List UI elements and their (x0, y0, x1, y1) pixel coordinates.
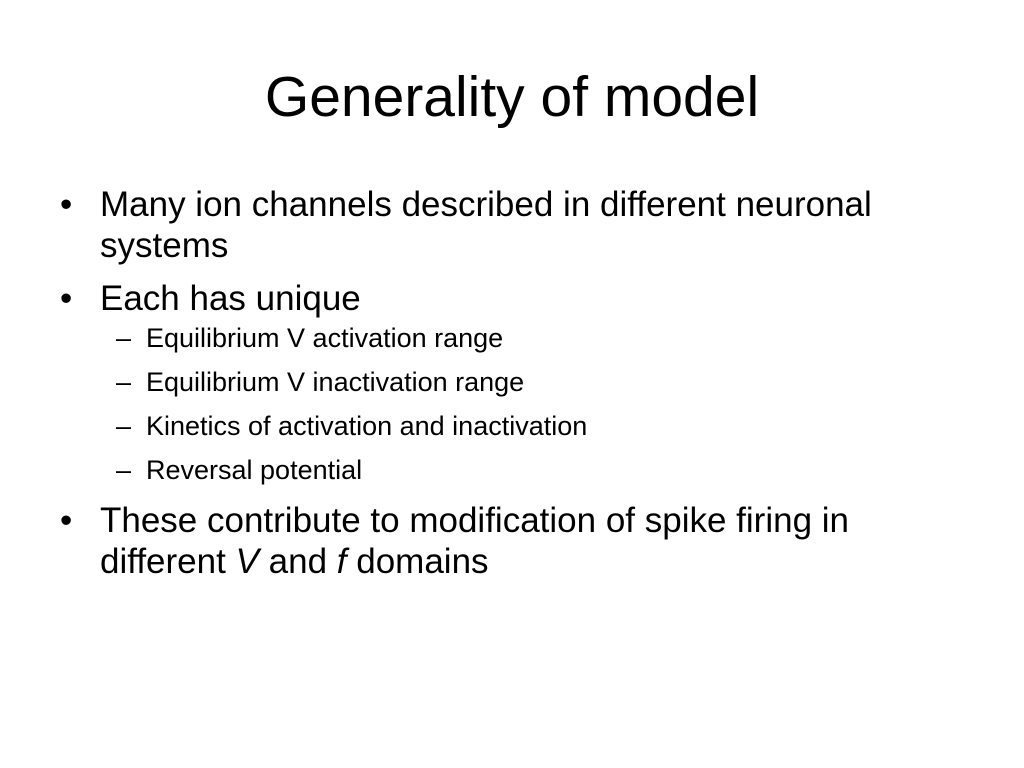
bullet-text: These contribute to modification of spik… (100, 501, 849, 581)
sub-bullet-text: Equilibrium V inactivation range (146, 367, 525, 397)
bullet-text-part: domains (346, 542, 489, 581)
sub-bullet-item: – Kinetics of activation and inactivatio… (58, 411, 978, 442)
sub-bullet-item: – Equilibrium V inactivation range (58, 367, 978, 398)
bullet-text-part: These contribute to modification of spik… (100, 501, 849, 581)
sub-bullet-marker: – (116, 411, 132, 441)
frequency-symbol: f (336, 542, 347, 581)
sub-bullet-list: – Equilibrium V activation range – Equil… (58, 323, 978, 486)
sub-bullet-marker: – (116, 455, 132, 485)
bullet-marker: • (60, 279, 73, 318)
sub-bullet-text: Equilibrium V activation range (146, 323, 504, 353)
bullet-item: • These contribute to modification of sp… (58, 500, 978, 582)
bullet-marker: • (60, 185, 73, 224)
bullet-text: Many ion channels described in different… (100, 185, 872, 265)
sub-bullet-marker: – (116, 367, 132, 397)
sub-bullet-item: – Equilibrium V activation range (58, 323, 978, 354)
bullet-marker: • (60, 501, 73, 540)
bullet-item: • Many ion channels described in differe… (58, 184, 978, 266)
bullet-text: Each has unique (100, 279, 361, 318)
bullet-list: • Many ion channels described in differe… (58, 184, 978, 594)
bullet-text-part: and (258, 542, 337, 581)
sub-bullet-text: Kinetics of activation and inactivation (146, 411, 588, 441)
voltage-symbol: V (235, 542, 259, 581)
sub-bullet-text: Reversal potential (146, 455, 363, 485)
bullet-item: • Each has unique – Equilibrium V activa… (58, 278, 978, 486)
slide-title: Generality of model (264, 65, 760, 129)
sub-bullet-item: – Reversal potential (58, 455, 978, 486)
sub-bullet-marker: – (116, 323, 132, 353)
